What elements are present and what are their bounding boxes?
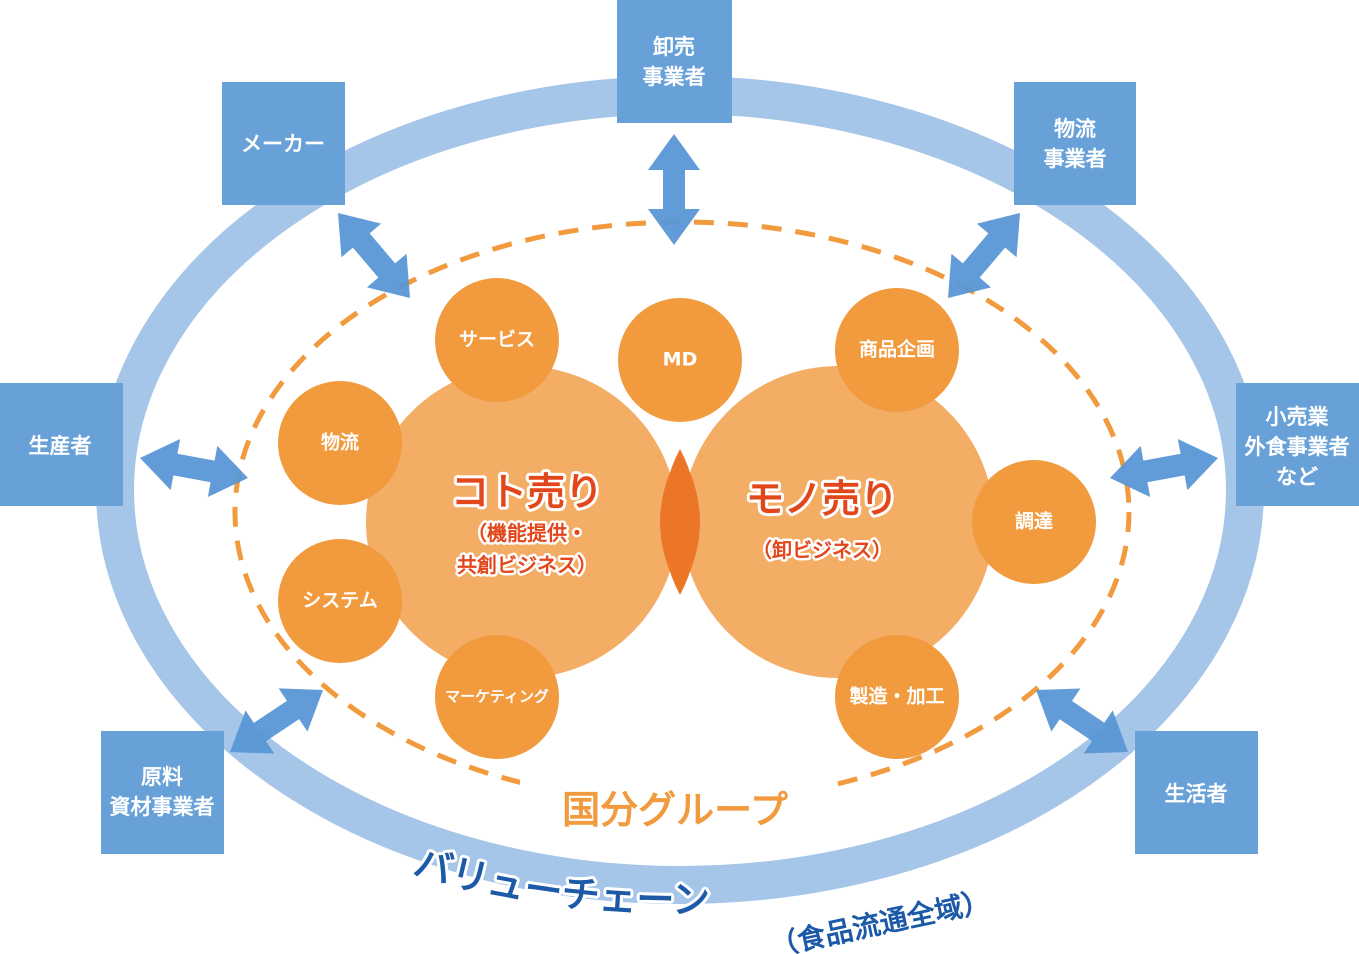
- retail-label-1: 小売業: [1266, 405, 1330, 429]
- mono-sub-line-1: （卸ビジネス）: [752, 538, 892, 562]
- producer-double-arrow-icon: [140, 438, 249, 498]
- function-logistics: 物流: [278, 381, 402, 505]
- function-system-label: システム: [302, 590, 377, 612]
- retail-label-3: など: [1276, 465, 1318, 489]
- function-manufacturing-label: 製造・加工: [848, 685, 944, 708]
- wholesale-label-1: 卸売: [653, 35, 695, 59]
- wholesale-label-2: 事業者: [643, 65, 706, 89]
- stakeholder-maker: メーカー: [222, 82, 345, 205]
- maker-label: メーカー: [241, 132, 325, 156]
- function-system: システム: [278, 539, 402, 663]
- function-procurement-label: 調達: [1015, 510, 1053, 533]
- producer-label: 生産者: [29, 434, 92, 458]
- group-label: 国分グループ: [562, 788, 788, 832]
- function-marketing-label: マーケティング: [445, 688, 549, 706]
- koto-title: コト売り: [451, 470, 603, 514]
- group-label-bg: [520, 780, 830, 836]
- function-manufacturing: 製造・加工: [835, 635, 959, 759]
- koto-circle: [366, 366, 678, 678]
- stakeholder-consumer: 生活者: [1135, 731, 1258, 854]
- stakeholder-retail: 小売業 外食事業者 など: [1236, 383, 1359, 506]
- stakeholder-producer: 生産者: [0, 383, 123, 506]
- consumer-double-arrow-icon: [1036, 688, 1128, 754]
- retail-double-arrow-icon: [1109, 438, 1218, 498]
- logistics-double-arrow-icon: [948, 213, 1020, 299]
- stakeholder-logistics: 物流 事業者: [1014, 82, 1136, 205]
- value-chain-label-path: バリューチェーン: [406, 837, 713, 925]
- function-product-planning-label: 商品企画: [859, 338, 935, 361]
- overlap-lens-fill: [660, 452, 700, 592]
- maker-double-arrow-icon: [338, 213, 411, 298]
- koto-sub-line-1: （機能提供・: [467, 521, 587, 545]
- function-marketing: マーケティング: [435, 635, 559, 759]
- retail-label-2: 外食事業者: [1245, 435, 1350, 459]
- function-procurement: 調達: [972, 460, 1096, 584]
- stakeholder-materials: 原料 資材事業者: [101, 731, 224, 854]
- stakeholder-wholesale: 卸売 事業者: [617, 0, 732, 123]
- logistics-label-1: 物流: [1054, 117, 1096, 141]
- mono-title: モノ売り: [746, 477, 898, 521]
- logistics-label-2: 事業者: [1044, 147, 1107, 171]
- function-service-label: サービス: [459, 329, 535, 351]
- wholesale-double-arrow-icon: [648, 134, 700, 245]
- materials-label-2: 資材事業者: [110, 795, 215, 819]
- function-service: サービス: [435, 278, 559, 402]
- function-md: MD: [618, 298, 742, 422]
- function-logistics-label: 物流: [321, 431, 359, 454]
- koto-sub-line-2: 共創ビジネス）: [457, 553, 597, 577]
- materials-label-1: 原料: [141, 765, 183, 789]
- function-md-label: MD: [663, 349, 698, 371]
- arrows-group: [140, 134, 1218, 754]
- materials-double-arrow-icon: [230, 688, 323, 754]
- mono-circle: [682, 366, 994, 678]
- function-product-planning: 商品企画: [835, 288, 959, 412]
- consumer-label: 生活者: [1165, 782, 1228, 806]
- value-chain-label: バリューチェーン: [409, 840, 710, 922]
